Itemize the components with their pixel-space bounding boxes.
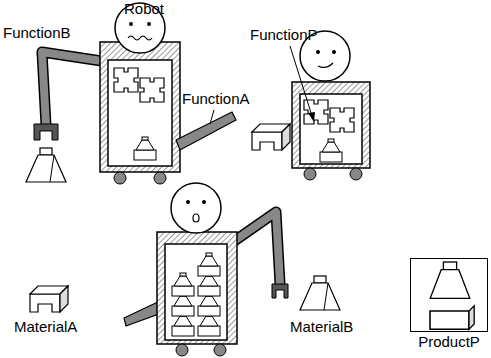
product-label: ProductP [418,333,480,351]
function-label: FunctionP [250,26,318,44]
product-box: ProductP [410,258,488,332]
part-label: Robot [124,0,164,18]
function-label: FunctionB [3,24,71,42]
function-label: FunctionA [182,90,250,108]
material-label: MaterialA [14,318,77,336]
material-label: MaterialB [290,318,353,336]
